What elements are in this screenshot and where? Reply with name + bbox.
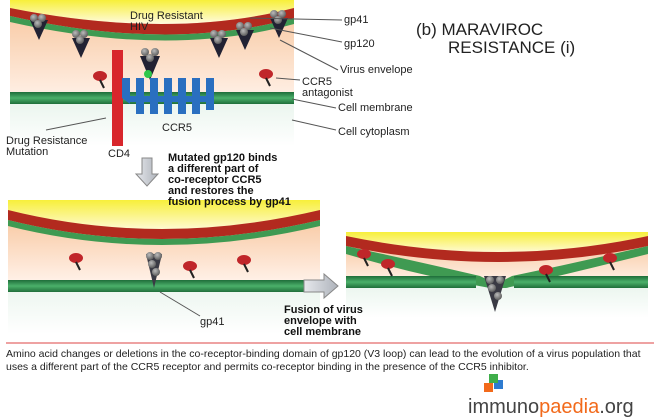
step-text-4: and restores the [168,185,254,197]
cd4-receptor [112,50,123,146]
mutation-label-1: Drug Resistance [6,135,88,147]
antagonist-label-1: CCR5 [302,76,332,88]
logo-part-1: immuno [468,396,540,418]
virus-envelope-red [10,8,294,35]
step-text-1: Mutated gp120 binds [168,152,278,164]
lower-left-panel [8,200,320,334]
step-text-3: co-receptor CCR5 [168,174,262,186]
ccr5-label: CCR5 [162,122,192,134]
caption-text: Amino acid changes or deletions in the c… [6,348,641,373]
cd4-label: CD4 [108,148,131,160]
ccr5-receptor [122,78,214,114]
mutation-label-2: Mutation [6,146,49,158]
leader-lines [45,17,343,131]
ccr5-antagonist [93,69,273,89]
right-arrow [303,272,339,300]
mutation-site [144,70,152,78]
top-panel [10,0,343,146]
down-arrow [134,157,160,187]
cell-cytoplasm-label: Cell cytoplasm [338,126,410,138]
cell-membrane-label: Cell membrane [338,102,413,114]
step-text-5: fusion process by gp41 [168,196,291,208]
gp120-label: gp120 [344,38,375,50]
step-text-2: a different part of [168,163,259,175]
fusion-text-2: envelope with [284,315,357,327]
title-line-1: (b) MARAVIROC [416,20,544,39]
antagonist-label-2: antagonist [302,87,353,99]
fusion-text-3: cell membrane [284,326,362,338]
lower-right-panel [346,232,648,318]
fusion-text-1: Fusion of virus [284,304,363,316]
virus-interior [10,0,294,24]
gp41-label: gp41 [344,14,369,26]
gp41-lower-label: gp41 [200,316,225,328]
logo-part-2: paedia [539,396,600,418]
gp41-cluster [30,10,288,80]
virus-envelope-label: Virus envelope [340,64,413,76]
title-line-2: RESISTANCE (i) [448,38,576,57]
virus-label: Drug Resistant [130,10,203,22]
logo-text[interactable]: immunopaedia.org [468,396,634,418]
logo-icon [484,374,503,392]
virus-label-2: HIV [130,21,149,33]
logo-part-3: .org [599,396,634,418]
